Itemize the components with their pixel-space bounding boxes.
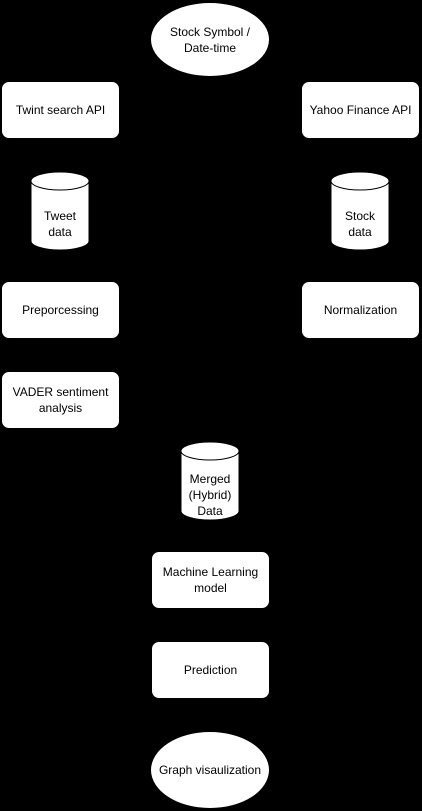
graph-visualization-node: Graph visaulization (150, 731, 270, 809)
machine-learning-model-node: Machine Learning model (151, 551, 270, 609)
preprocessing-node: Preporcessing (1, 281, 120, 339)
prediction-node: Prediction (151, 641, 270, 699)
normalization-node: Normalization (301, 281, 420, 339)
stock-data-label: Stock data (344, 209, 375, 239)
vader-sentiment-node: VADER sentiment analysis (1, 371, 120, 429)
twint-search-api-node: Twint search API (1, 81, 120, 139)
database-icon (30, 171, 90, 251)
tweet-data-cylinder: Tweet data (30, 171, 90, 251)
database-icon (180, 441, 240, 521)
yahoo-finance-api-node: Yahoo Finance API (301, 81, 420, 139)
stock-data-cylinder: Stock data (330, 171, 390, 251)
tweet-data-label: Tweet data (43, 209, 76, 239)
merged-data-label: Merged (Hybrid) Data (188, 472, 232, 518)
database-icon (330, 171, 390, 251)
start-node-stock-symbol: Stock Symbol / Date-time (150, 2, 270, 77)
merged-data-cylinder: Merged (Hybrid) Data (180, 441, 240, 521)
